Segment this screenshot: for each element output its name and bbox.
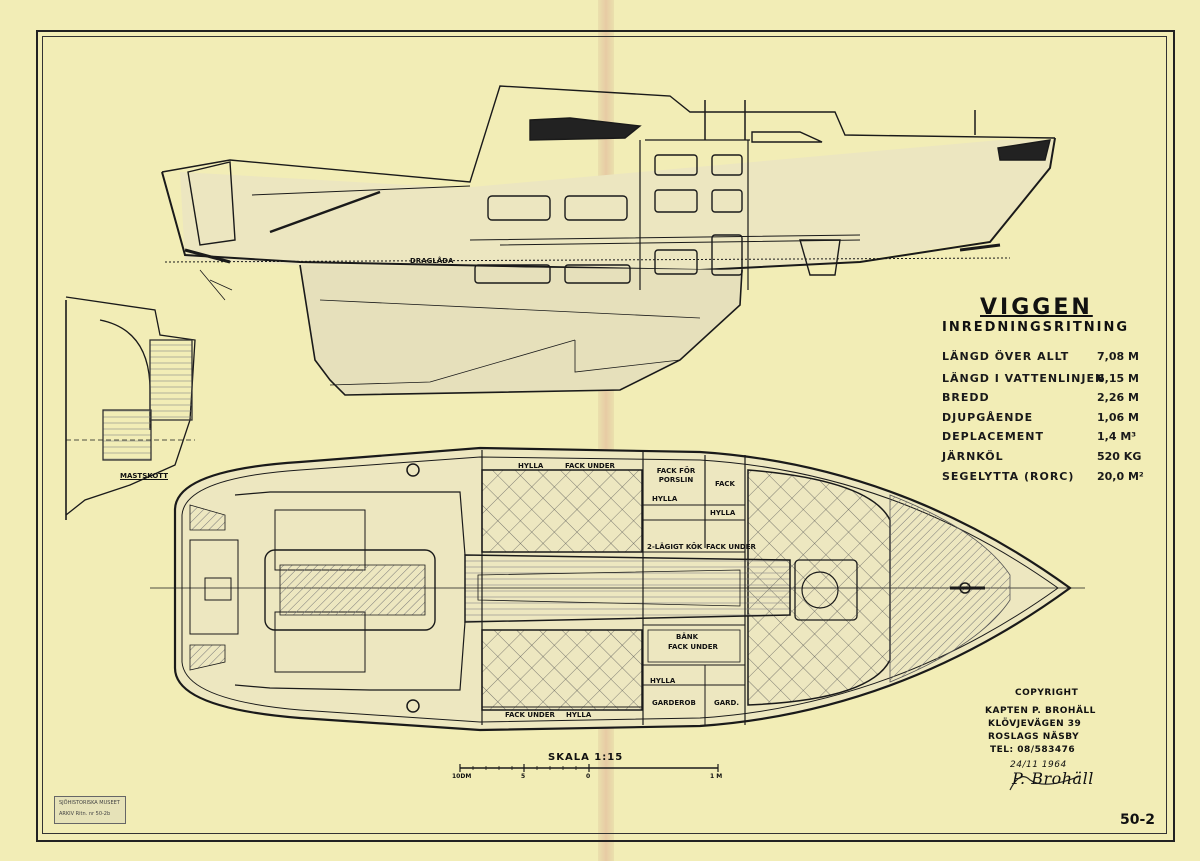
- label-gard: GARD.: [714, 699, 740, 707]
- spec-label-sail-area: SEGELYTTA (RORC): [942, 470, 1075, 483]
- copyright-heading: COPYRIGHT: [1015, 688, 1079, 698]
- label-hylla-bottom: HYLLA: [566, 711, 592, 719]
- sheet-number: 50-2: [1120, 812, 1156, 828]
- stamp-line-1: SJÖHISTORISKA MUSEET: [59, 800, 120, 806]
- scale-tick-1m: 1 M: [710, 773, 723, 780]
- spec-label-beam: BREDD: [942, 391, 990, 404]
- plan-view: [150, 446, 1085, 732]
- stamp-line-2: ARKIV Ritn. nr 50-2b: [59, 811, 111, 817]
- signature: P. Brohäll: [1012, 769, 1094, 788]
- scale-tick-10dm: 10DM: [452, 773, 472, 780]
- label-fack-under-top: FACK UNDER: [565, 462, 615, 470]
- scale-title: SKALA 1:15: [548, 752, 624, 763]
- drawing-inner-border: [42, 36, 1167, 834]
- scale-tick-0: 0: [586, 773, 591, 780]
- spec-label-lwl: LÄNGD I VATTENLINJEN: [942, 372, 1106, 385]
- copyright-name: KAPTEN P. BROHÄLL: [985, 706, 1096, 716]
- spec-label-ballast: JÄRNKÖL: [942, 450, 1004, 463]
- museum-archive-stamp: SJÖHISTORISKA MUSEET ARKIV Ritn. nr 50-2…: [54, 796, 126, 824]
- mast-section-view: [65, 296, 196, 520]
- spec-value-lwl: 6,15 M: [1097, 372, 1139, 385]
- spec-value-displacement: 1,4 M³: [1097, 430, 1137, 443]
- drawing-title: VIGGEN: [980, 295, 1093, 320]
- copyright-address: KLÖVJEVÄGEN 39: [988, 719, 1082, 729]
- label-fack: FACK: [715, 480, 735, 488]
- label-fack-under-mid: FACK UNDER: [706, 543, 756, 551]
- copyright-city: ROSLAGS NÄSBY: [988, 732, 1080, 742]
- spec-value-ballast: 520 KG: [1097, 450, 1142, 463]
- side-profile-view: [161, 85, 1056, 396]
- drawing-subtitle: INREDNINGSRITNING: [942, 320, 1130, 335]
- drawing-date: 24/11 1964: [1010, 760, 1067, 770]
- spec-value-draft: 1,06 M: [1097, 411, 1139, 424]
- label-kok: 2-LÄGIGT KÖK: [647, 543, 703, 551]
- scale-tick-5: 5: [521, 773, 526, 780]
- label-fack-under-bank: FACK UNDER: [668, 643, 718, 651]
- drawing-border: [36, 30, 1175, 842]
- label-garderob: GARDEROB: [652, 699, 696, 707]
- label-bank: BÄNK: [676, 633, 699, 641]
- signature-flourish: [1009, 775, 1081, 791]
- label-hylla-top: HYLLA: [518, 462, 544, 470]
- label-mastskott: MASTSKOTT: [120, 472, 169, 480]
- scale-bar: [459, 764, 719, 772]
- spec-label-draft: DJUPGÅENDE: [942, 411, 1034, 424]
- label-hylla-mid2: HYLLA: [710, 509, 736, 517]
- spec-value-sail-area: 20,0 M²: [1097, 470, 1144, 483]
- spec-label-displacement: DEPLACEMENT: [942, 430, 1044, 443]
- copyright-phone: TEL: 08/583476: [990, 745, 1076, 755]
- label-hylla-mid: HYLLA: [652, 495, 678, 503]
- label-draglada: DRAGLÅDA: [410, 257, 454, 265]
- label-fack-for-porslin: FACK FÖR PORSLIN: [656, 467, 696, 484]
- spec-label-loa: LÄNGD ÖVER ALLT: [942, 350, 1070, 363]
- spec-value-beam: 2,26 M: [1097, 391, 1139, 404]
- label-hylla-low: HYLLA: [650, 677, 676, 685]
- label-fack-under-bottom: FACK UNDER: [505, 711, 555, 719]
- spec-value-loa: 7,08 M: [1097, 350, 1139, 363]
